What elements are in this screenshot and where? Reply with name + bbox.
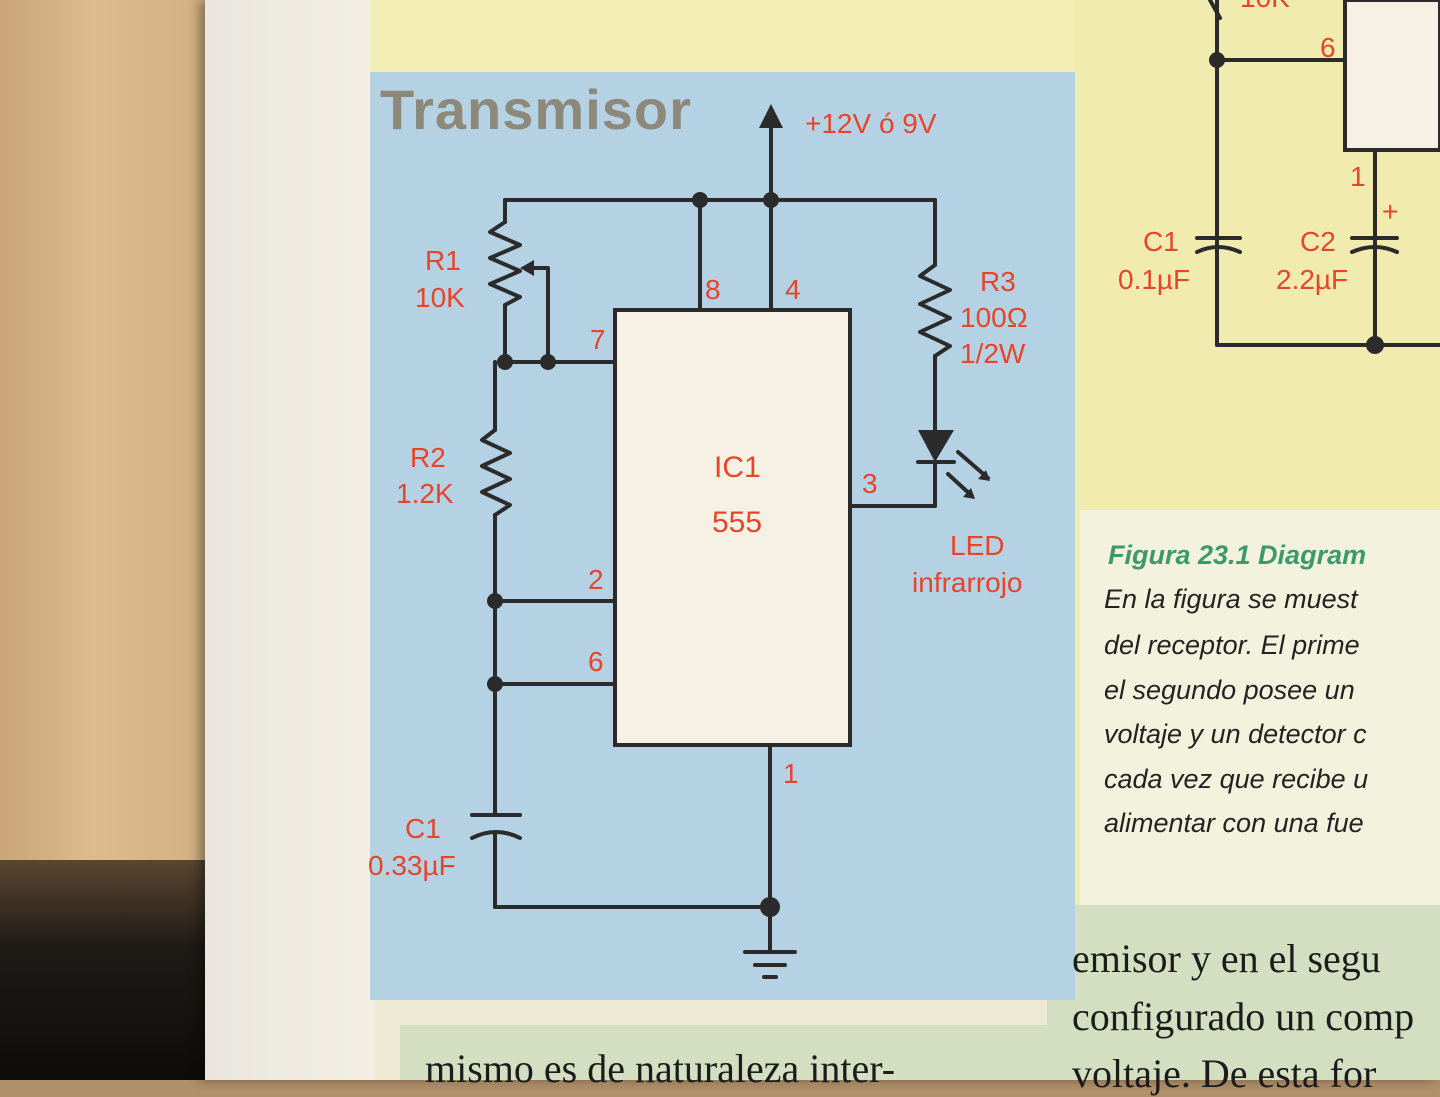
rx-c1-plate-bottom (1195, 245, 1242, 254)
figure-caption-title: Figura 23.1 Diagram (1108, 540, 1367, 570)
r2-value: 1.2K (396, 478, 454, 509)
pin-6-label: 6 (588, 646, 604, 677)
rx-c2-value: 2.2µF (1276, 264, 1349, 295)
r2-resistor (480, 428, 512, 517)
supply-label: +12V ó 9V (805, 108, 937, 139)
pin-8-label: 8 (705, 274, 721, 305)
r3-name: R3 (980, 266, 1016, 297)
ic1-name: IC1 (714, 451, 761, 484)
junction-dot (1366, 336, 1384, 354)
page-margin (205, 0, 375, 1080)
caption-line: voltaje y un detector c (1104, 719, 1367, 749)
led-ray-arrow-1 (978, 470, 990, 481)
led-label: LED (950, 530, 1005, 561)
pin-3-label: 3 (862, 468, 878, 499)
junction-dot (497, 354, 513, 370)
r3-power: 1/2W (960, 338, 1026, 369)
wiper-arrow-icon (520, 260, 534, 276)
junction-dot (487, 676, 503, 692)
pin-1-label: 1 (783, 758, 799, 789)
r1-resistor (488, 220, 522, 307)
pin-7-label: 7 (590, 324, 606, 355)
body-text-box-bottom (400, 1025, 1047, 1080)
c1-name: C1 (405, 813, 441, 844)
r1-wiper (526, 266, 550, 364)
caption-line: En la figura se muest (1104, 584, 1358, 614)
body-text-line: voltaje. De esta for (1072, 1051, 1377, 1096)
ic1-chip (613, 308, 852, 747)
junction-dot (487, 593, 503, 609)
ic1-part: 555 (712, 506, 763, 539)
junction-dot (763, 192, 779, 208)
pin-4-label: 4 (785, 274, 801, 305)
led-ray-arrow-2 (963, 488, 975, 499)
r3-resistor (918, 263, 952, 358)
caption-area (1080, 510, 1440, 905)
supply-arrow-icon (759, 104, 783, 128)
junction-dot (1209, 52, 1225, 68)
rx-c1-value: 0.1µF (1118, 264, 1191, 295)
body-text-line: emisor y en el segu (1072, 936, 1381, 981)
diagram-title: Transmisor (380, 78, 692, 141)
r2-name: R2 (410, 442, 446, 473)
caption-line: alimentar con una fue (1104, 808, 1364, 838)
led-type-label: infrarrojo (912, 567, 1023, 598)
r1-value: 10K (415, 282, 465, 313)
pin-2-label: 2 (588, 564, 604, 595)
caption-line: el segundo posee un (1104, 675, 1355, 705)
junction-dot (760, 897, 780, 917)
rx-resistor-value: 10K (1240, 0, 1290, 12)
junction-dot (540, 354, 556, 370)
body-text-line: mismo es de naturaleza inter- (425, 1046, 896, 1091)
rx-c1-name: C1 (1143, 226, 1179, 257)
rx-chip (1343, 0, 1440, 152)
rx-c2-name: C2 (1300, 226, 1336, 257)
desk-shadow (0, 860, 230, 1080)
r1-name: R1 (425, 245, 461, 276)
rx-c2-plate-bottom (1350, 245, 1399, 254)
body-text-box-right (1047, 905, 1440, 1080)
caption-line: cada vez que recibe u (1104, 764, 1369, 794)
rx-resistor-end (1208, 0, 1222, 20)
body-text-line: configurado un comp (1072, 994, 1415, 1039)
caption-line: del receptor. El prime (1104, 630, 1360, 660)
r3-value: 100Ω (960, 302, 1028, 333)
junction-dot (692, 192, 708, 208)
led-diode-icon (918, 430, 954, 462)
c1-value: 0.33µF (368, 850, 456, 881)
rx-pin-6-label: 6 (1320, 32, 1336, 63)
rx-plus-sign: + (1382, 196, 1399, 227)
rx-pin-1-label: 1 (1350, 161, 1366, 192)
